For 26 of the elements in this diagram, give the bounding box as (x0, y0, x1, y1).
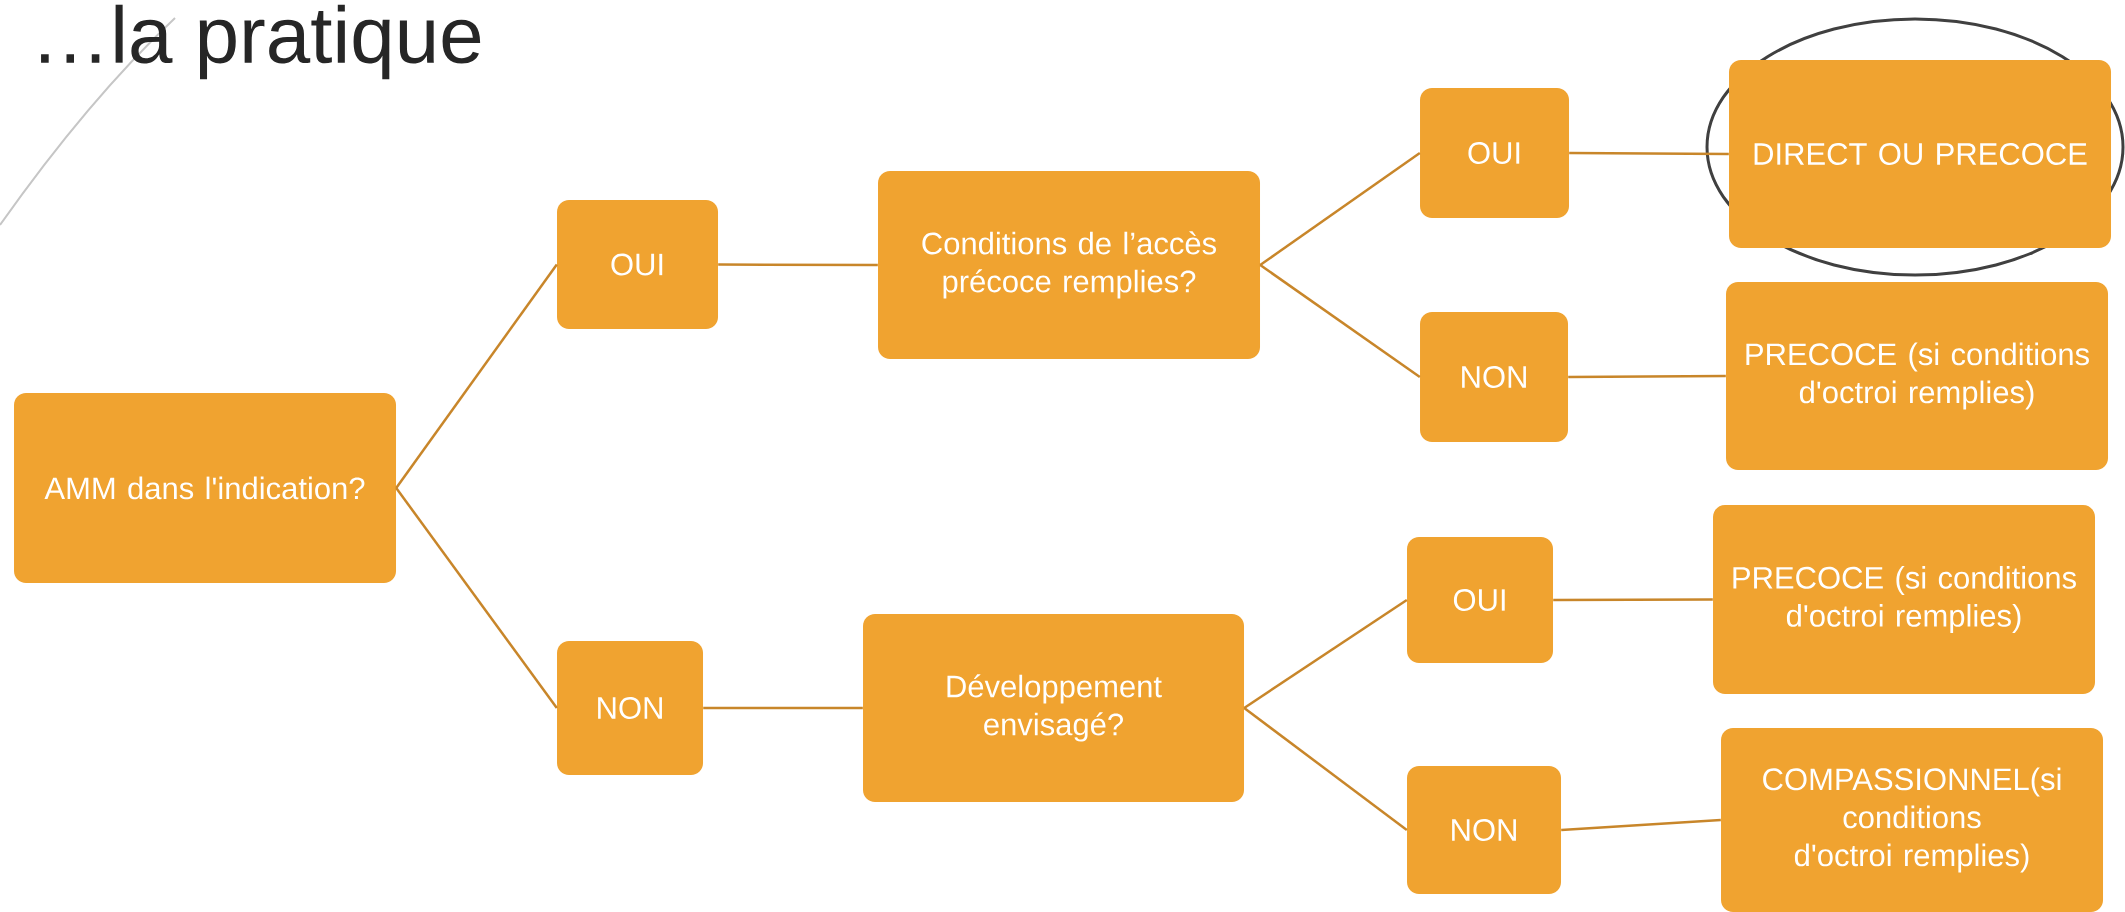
connector-line (1561, 818, 1721, 832)
decision-box: COMPASSIONNEL(si conditions d'octroi remplies) (1721, 728, 2103, 912)
connector-line (1569, 151, 1729, 156)
connector-line (718, 263, 878, 267)
connector-line (1259, 263, 1421, 379)
decision-box: NON (557, 641, 703, 775)
decision-box: NON (1420, 312, 1568, 442)
decision-box: DIRECT OU PRECOCE (1729, 60, 2111, 248)
connector-line (1568, 374, 1726, 379)
decision-box: OUI (557, 200, 718, 329)
decision-box: NON (1407, 766, 1561, 894)
connector-line (1259, 151, 1421, 267)
connector-line (1243, 598, 1408, 710)
connector-line (395, 487, 558, 709)
decision-box: PRECOCE (si conditions d'octroi remplies) (1713, 505, 2095, 694)
connector-line (1553, 598, 1713, 602)
decision-box: OUI (1420, 88, 1569, 218)
decision-box: AMM dans l'indication? (14, 393, 396, 583)
decision-box: PRECOCE (si conditions d'octroi remplies) (1726, 282, 2108, 470)
connector-line (395, 263, 558, 489)
decision-box: Conditions de l’accès précoce remplies? (878, 171, 1260, 359)
decision-box: Développement envisagé? (863, 614, 1244, 802)
decision-box: OUI (1407, 537, 1553, 663)
connector-line (703, 706, 863, 710)
slide-title: …la pratique (41, 4, 481, 80)
connector-line (1243, 707, 1408, 831)
